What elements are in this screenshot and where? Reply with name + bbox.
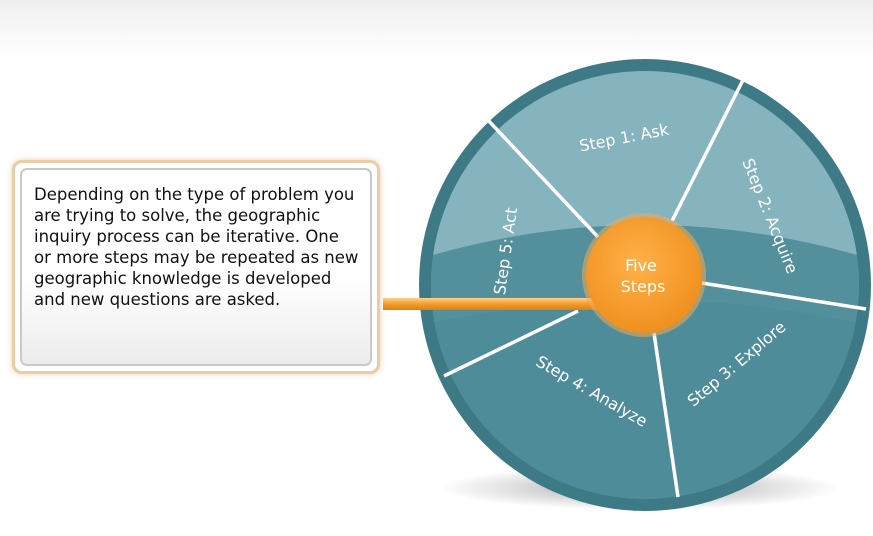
segment-dividers	[443, 75, 867, 498]
center-label-line2: Steps	[621, 277, 666, 296]
info-callout-inner: Depending on the type of problem you are…	[20, 168, 372, 366]
callout-text: Depending on the type of problem you are…	[34, 185, 359, 309]
info-callout: Depending on the type of problem you are…	[12, 160, 380, 374]
center-circle	[586, 217, 702, 333]
center-label-line1: Five	[625, 256, 657, 275]
